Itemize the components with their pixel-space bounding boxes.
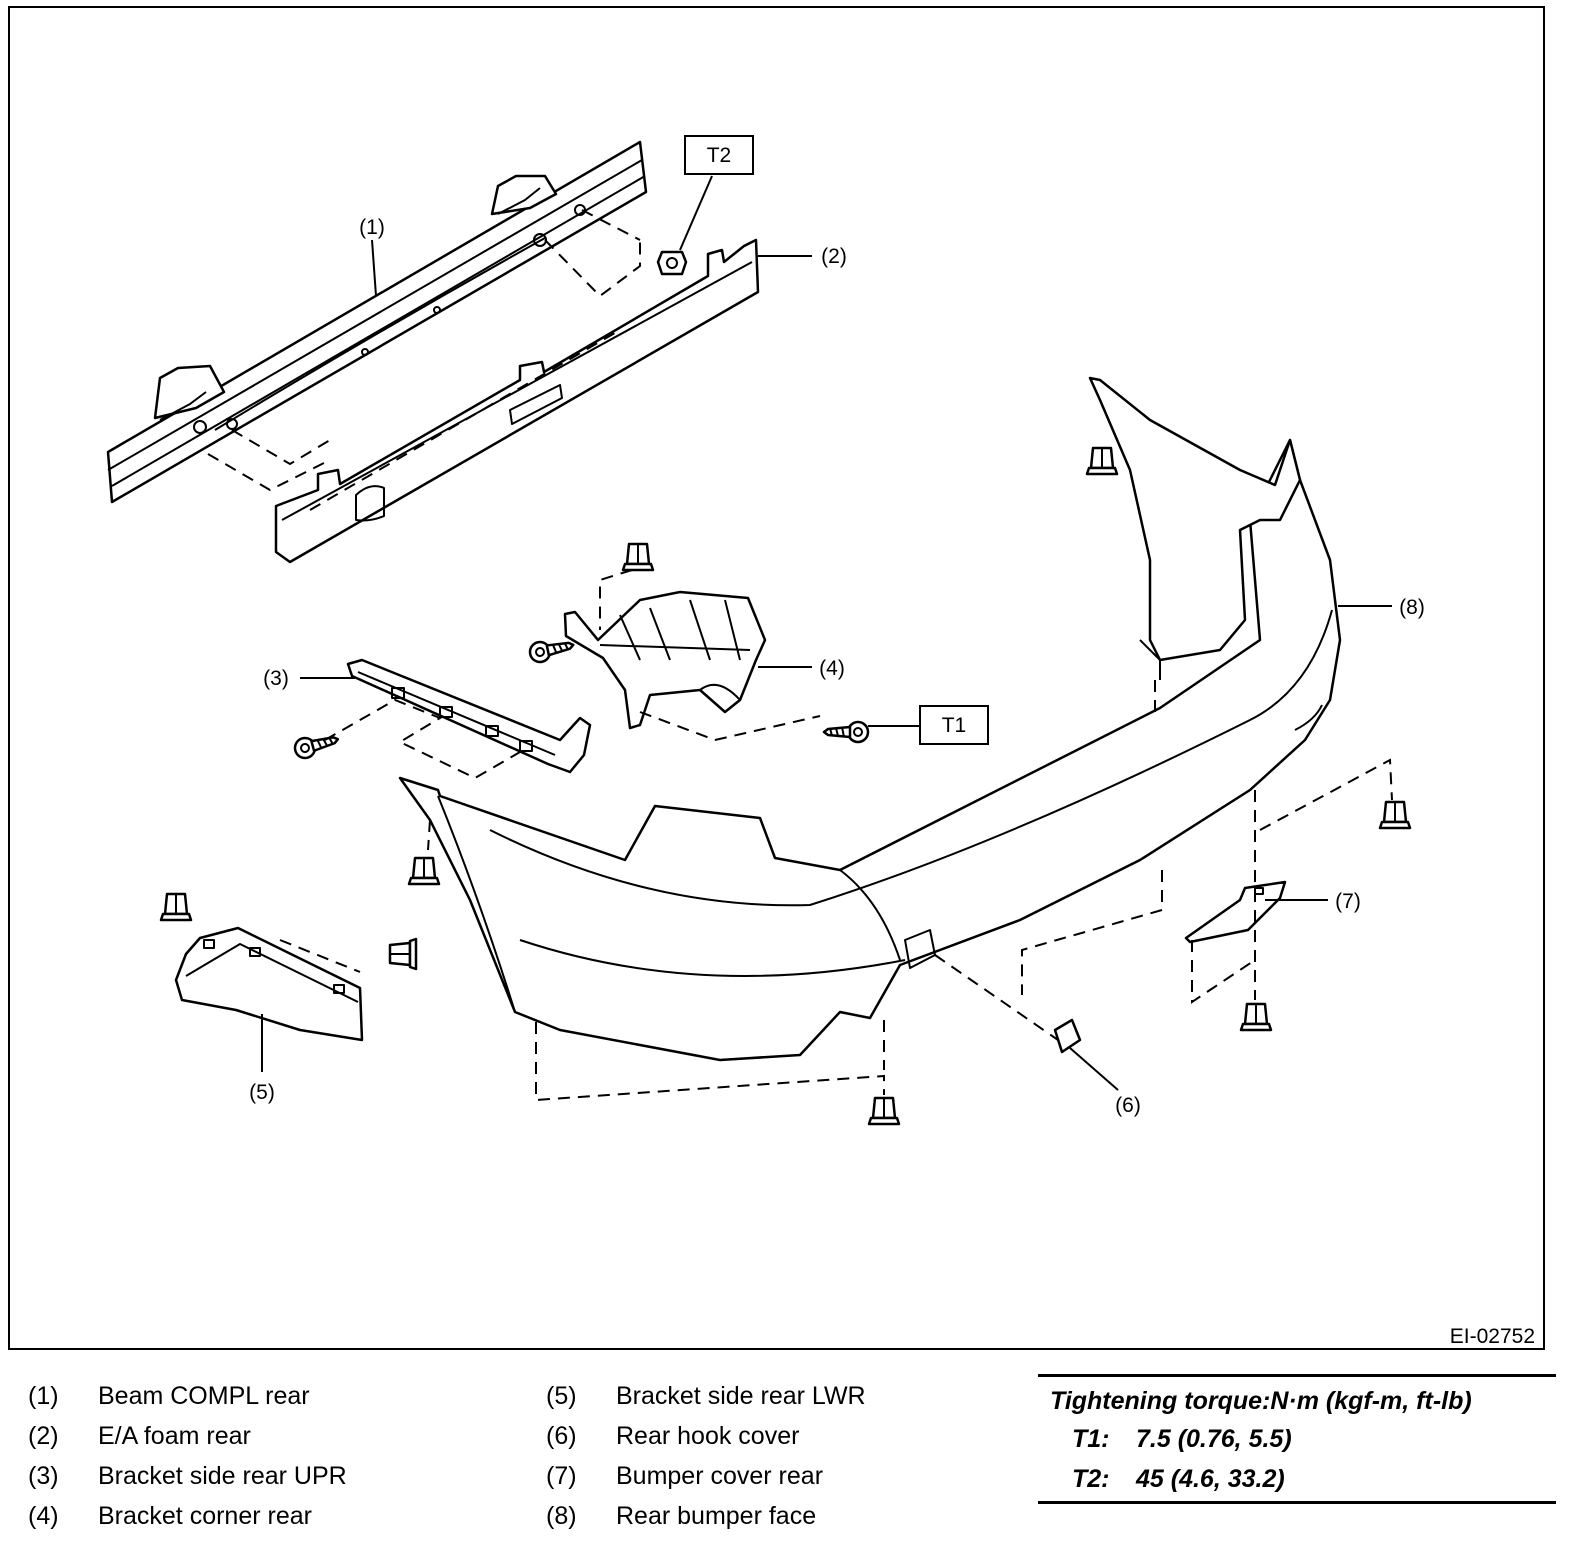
parts-legend: (1) Beam COMPL rear (2) E/A foam rear (3…	[0, 1362, 1570, 1544]
legend-num: (3)	[28, 1462, 59, 1490]
legend-label: Beam COMPL rear	[98, 1382, 310, 1410]
torque-tag-t1: T1	[919, 705, 989, 745]
clip-fastener	[1085, 446, 1119, 476]
callout-leader-lines	[261, 175, 1392, 1091]
torque-value: 45 (4.6, 33.2)	[1136, 1465, 1285, 1493]
callout-5: (5)	[249, 1081, 275, 1104]
callout-8: (8)	[1399, 596, 1425, 619]
clip-fastener	[621, 542, 655, 572]
bracket-corner-rear-part	[563, 590, 767, 730]
legend-label: Bumper cover rear	[616, 1462, 824, 1490]
torque-value: 7.5 (0.76, 5.5)	[1136, 1425, 1292, 1453]
legend-label: Bracket side rear LWR	[616, 1382, 866, 1410]
callout-7: (7)	[1335, 890, 1361, 913]
tightening-torque-table: Tightening torque:N·m (kgf-m, ft-lb) T1:…	[1038, 1374, 1556, 1504]
bracket-side-rear-lwr-part	[174, 926, 364, 1042]
callout-6: (6)	[1115, 1094, 1141, 1117]
exploded-parts-diagram: T2 T1 (1) (2) (3) (4) (5) (6) (7) (8) EI…	[106, 135, 1535, 1348]
torque-key: T2:	[1072, 1465, 1110, 1493]
callout-4: (4)	[819, 657, 845, 680]
legend-num: (2)	[28, 1422, 59, 1450]
legend-label: Rear hook cover	[616, 1422, 800, 1450]
legend-num: (7)	[546, 1462, 577, 1490]
legend-label: Bracket side rear UPR	[98, 1462, 347, 1490]
torque-tag-t1-label: T1	[942, 714, 967, 737]
clip-fastener	[1239, 1002, 1273, 1032]
assembly-guide-lines	[207, 209, 1393, 1102]
torque-tag-t2: T2	[684, 135, 754, 175]
legend-num: (4)	[28, 1502, 59, 1530]
ea-foam-rear-part	[274, 238, 760, 564]
screw-fastener	[526, 633, 577, 666]
bumper-cover-rear-part	[1184, 880, 1287, 944]
rear-bumper-face-part	[398, 376, 1342, 1062]
nut-fastener-t2	[656, 250, 688, 276]
legend-label: E/A foam rear	[98, 1422, 251, 1450]
legend-label: Rear bumper face	[616, 1502, 817, 1530]
legend-label: Bracket corner rear	[98, 1502, 312, 1530]
rear-hook-cover-part	[1053, 1018, 1082, 1054]
legend-num: (5)	[546, 1382, 577, 1410]
figure-id: EI-02752	[1450, 1325, 1535, 1348]
legend-num: (6)	[546, 1422, 577, 1450]
clip-fastener	[867, 1096, 901, 1126]
legend-num: (1)	[28, 1382, 59, 1410]
callout-3: (3)	[263, 667, 289, 690]
torque-tag-t2-label: T2	[707, 144, 732, 167]
legend-num: (8)	[546, 1502, 577, 1530]
clip-fastener	[1378, 800, 1412, 830]
beam-compl-rear-part	[106, 140, 648, 504]
clip-fastener	[388, 937, 418, 971]
screw-fastener-t1	[822, 720, 870, 744]
torque-key: T1:	[1072, 1425, 1110, 1453]
clip-fastener	[407, 856, 441, 886]
diagram-frame	[8, 6, 1545, 1350]
clip-fastener	[159, 892, 193, 922]
callout-2: (2)	[821, 245, 847, 268]
callout-1: (1)	[359, 216, 385, 239]
bracket-side-rear-upr-part	[346, 658, 592, 774]
torque-table-title: Tightening torque:N·m (kgf-m, ft-lb)	[1050, 1387, 1472, 1415]
